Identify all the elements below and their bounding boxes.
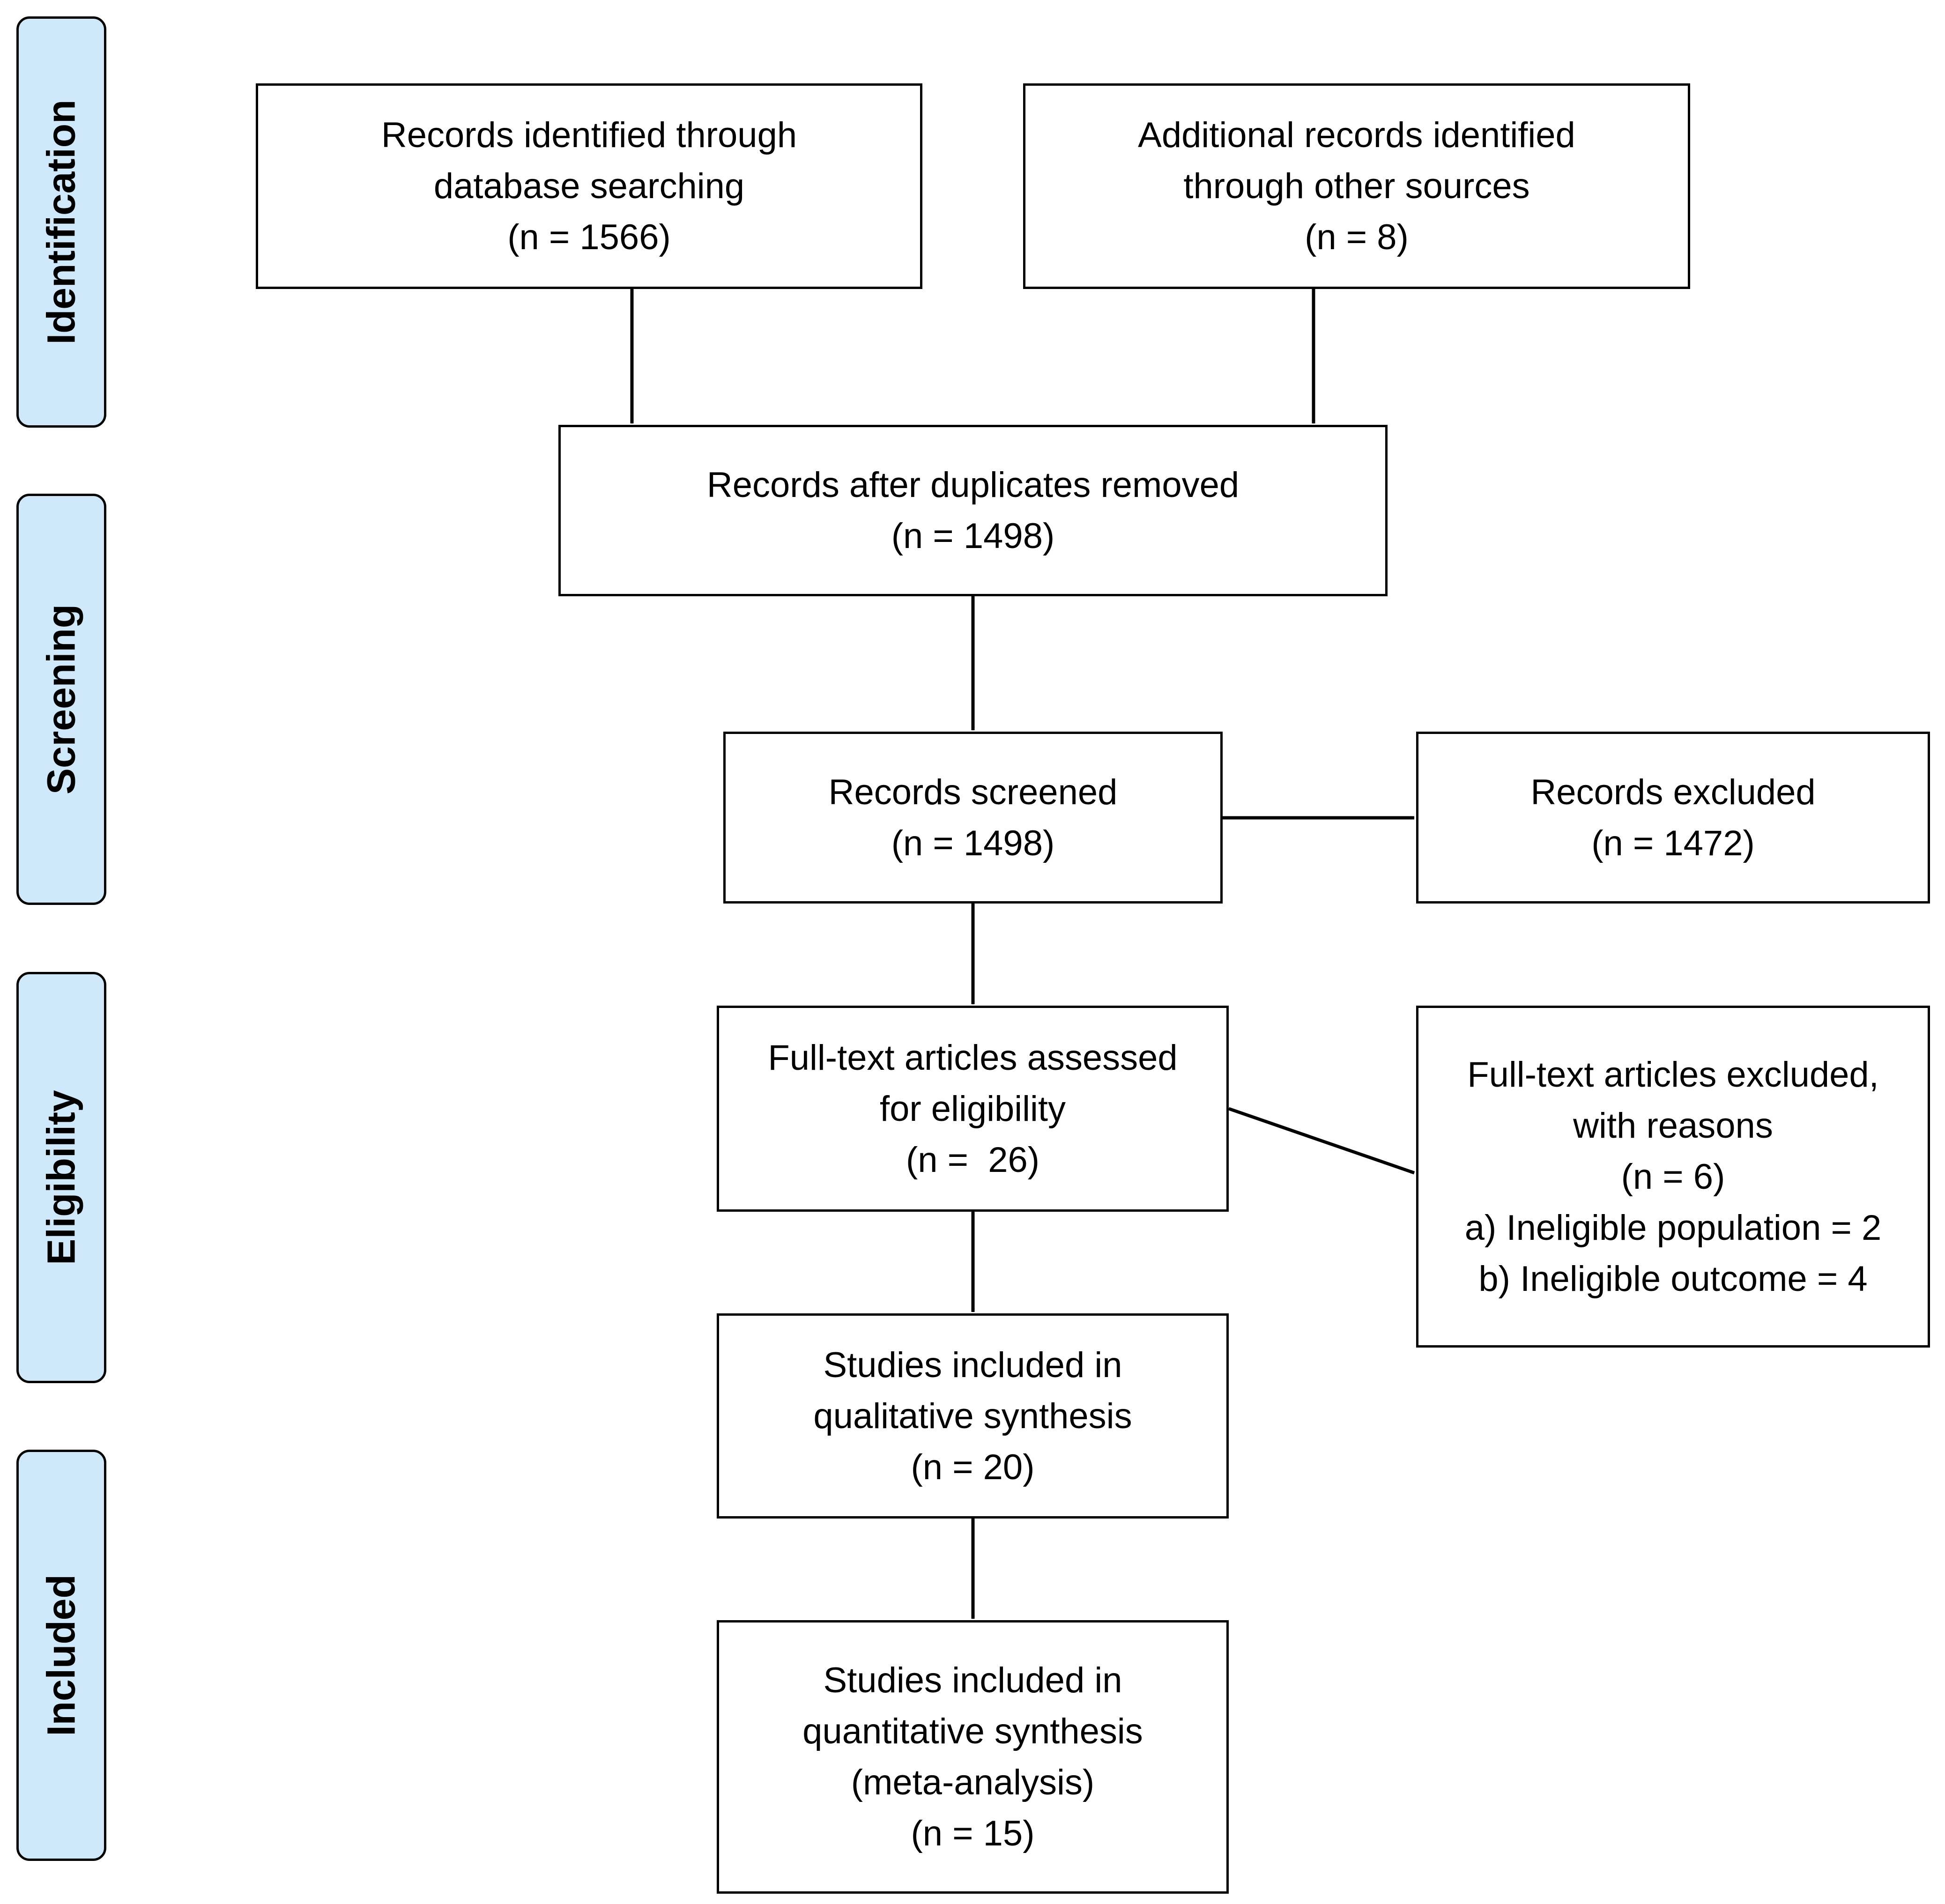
box-after-duplicates: Records after duplicates removed (n = 14… (558, 425, 1388, 596)
stage-identification-label: Identification (39, 99, 83, 345)
box-records-excluded: Records excluded (n = 1472) (1416, 732, 1930, 904)
stage-eligibility: Eligibility (16, 972, 106, 1383)
stage-eligibility-label: Eligibility (39, 1090, 83, 1265)
box-quantitative-synthesis-line: Studies included in (823, 1660, 1122, 1700)
box-records-screened: Records screened (n = 1498) (723, 732, 1223, 904)
stage-included-label: Included (39, 1574, 83, 1736)
box-records-excluded-count: (n = 1472) (1591, 823, 1755, 863)
box-quantitative-synthesis-count: (n = 15) (911, 1814, 1035, 1853)
box-records-excluded-line: Records excluded (1530, 772, 1816, 812)
box-fulltext-excluded-count: (n = 6) (1621, 1156, 1725, 1197)
box-quantitative-synthesis: Studies included in quantitative synthes… (717, 1620, 1229, 1894)
stage-screening: Screening (16, 494, 106, 905)
box-other-records-line: through other sources (1183, 166, 1530, 206)
box-records-screened-line: Records screened (828, 772, 1118, 812)
box-fulltext-assessed: Full-text articles assessed for eligibil… (717, 1006, 1229, 1212)
box-qualitative-synthesis-count: (n = 20) (911, 1447, 1035, 1487)
box-fulltext-assessed-line: for eligibility (879, 1089, 1066, 1129)
box-quantitative-synthesis-line: (meta-analysis) (851, 1763, 1095, 1802)
arrow-fulltext-to-excluded (1228, 1107, 1415, 1175)
box-other-records-line: Additional records identified (1138, 115, 1575, 155)
box-database-records-count: (n = 1566) (507, 217, 671, 257)
box-after-duplicates-line: Records after duplicates removed (706, 465, 1240, 505)
box-database-records: Records identified through database sear… (256, 83, 922, 289)
box-fulltext-assessed-count: (n = 26) (906, 1140, 1040, 1180)
box-other-records: Additional records identified through ot… (1023, 83, 1690, 289)
box-fulltext-excluded-line: with reasons (1573, 1105, 1773, 1146)
box-qualitative-synthesis-line: Studies included in (823, 1345, 1122, 1385)
box-database-records-line: Records identified through (381, 115, 797, 155)
stage-identification: Identification (16, 16, 106, 428)
box-fulltext-excluded-reason: b) Ineligible outcome = 4 (1478, 1259, 1868, 1299)
stage-included: Included (16, 1450, 106, 1861)
box-quantitative-synthesis-line: quantitative synthesis (802, 1711, 1143, 1751)
box-records-screened-count: (n = 1498) (891, 823, 1055, 863)
box-database-records-line: database searching (433, 166, 745, 206)
box-fulltext-excluded: Full-text articles excluded, with reason… (1416, 1006, 1930, 1348)
box-qualitative-synthesis: Studies included in qualitative synthesi… (717, 1313, 1229, 1519)
box-other-records-count: (n = 8) (1305, 217, 1409, 257)
stage-screening-label: Screening (39, 604, 83, 795)
box-fulltext-excluded-line: Full-text articles excluded, (1467, 1054, 1879, 1095)
box-fulltext-excluded-reason: a) Ineligible population = 2 (1464, 1208, 1882, 1248)
box-qualitative-synthesis-line: qualitative synthesis (813, 1396, 1132, 1436)
box-after-duplicates-count: (n = 1498) (891, 516, 1055, 556)
box-fulltext-assessed-line: Full-text articles assessed (768, 1037, 1178, 1078)
